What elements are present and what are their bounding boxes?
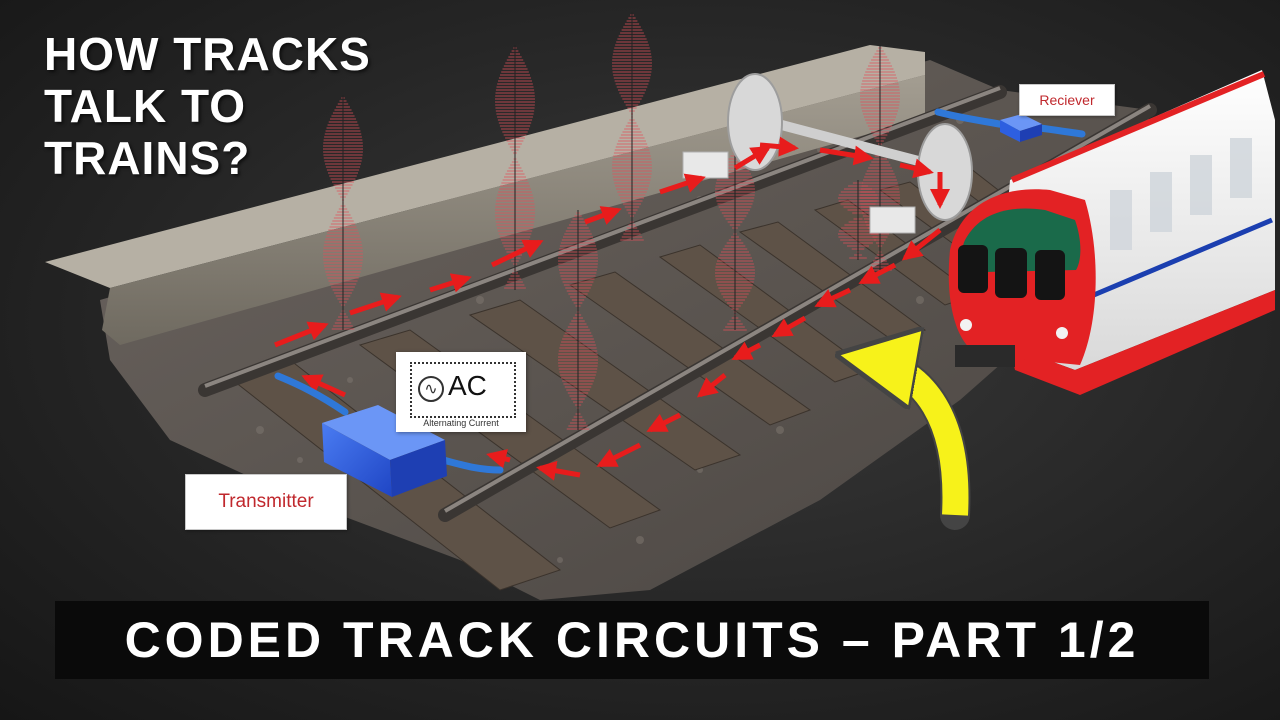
ac-card-border (410, 362, 516, 418)
current-arrow (759, 136, 799, 157)
headline-line-2: TALK TO (44, 80, 247, 132)
current-arrow (659, 173, 706, 195)
transmitter-box (322, 405, 447, 497)
banner-title: CODED TRACK CIRCUITS – PART 1/2 (55, 601, 1209, 679)
transmitter-label: Transmitter (185, 474, 347, 530)
current-arrow (274, 321, 329, 348)
current-arrow (819, 145, 874, 166)
headline-title: HOW TRACKS TALK TO TRAINS? (44, 28, 371, 184)
current-arrow (771, 315, 807, 338)
headline-line-1: HOW TRACKS (44, 28, 371, 80)
current-arrow (696, 373, 727, 398)
ac-title: AC (448, 370, 487, 401)
current-arrow (536, 460, 581, 481)
current-arrow (858, 262, 897, 285)
current-arrow (429, 273, 472, 293)
train (948, 70, 1275, 395)
current-flow-arrows (274, 136, 950, 481)
current-arrow (899, 158, 934, 179)
receiver-label: Reciever (1019, 84, 1115, 116)
ac-card: ∿ AC Alternating Current (396, 352, 526, 432)
receiver-box (1000, 114, 1042, 142)
concrete-wall-top (45, 45, 925, 288)
current-arrow (584, 206, 622, 225)
curved-arrow-icon (868, 360, 971, 530)
current-arrow (301, 374, 347, 398)
current-arrow (349, 292, 402, 316)
headline-line-3: TRAINS? (44, 132, 251, 184)
current-arrow (733, 145, 772, 171)
current-arrow (490, 239, 544, 268)
current-arrow (814, 287, 852, 308)
sine-wave-icon: ∿ (418, 376, 444, 402)
ac-subtitle: Alternating Current (423, 418, 499, 428)
current-arrow (486, 449, 511, 469)
signal-waves (323, 12, 900, 430)
current-arrow (596, 442, 642, 468)
current-arrow (646, 412, 682, 433)
current-arrow (731, 341, 762, 361)
current-arrow (901, 228, 942, 261)
rails (198, 85, 1157, 522)
